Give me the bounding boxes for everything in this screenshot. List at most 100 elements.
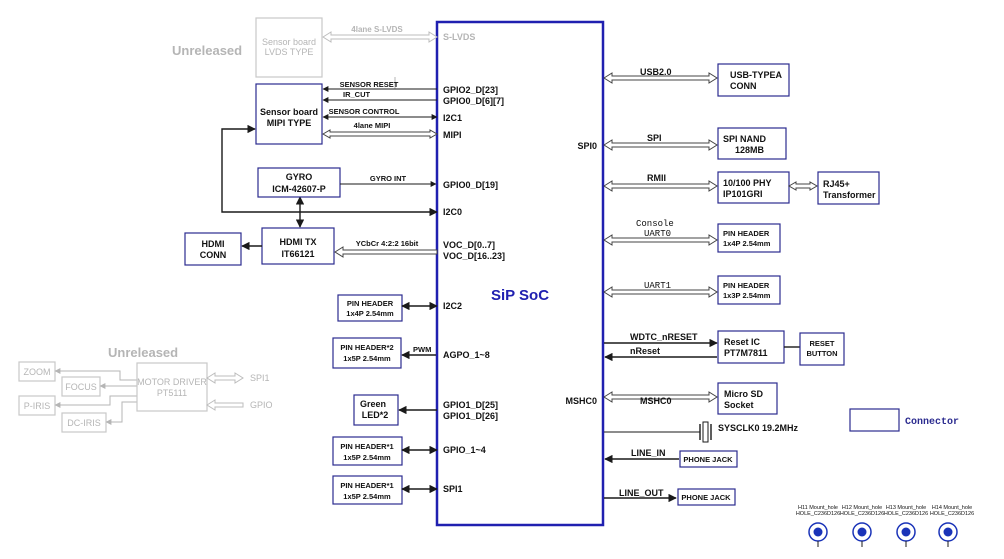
pwm-label: PWM bbox=[413, 345, 431, 354]
pin-i2c2: I2C2 bbox=[443, 301, 462, 311]
i2c0-bus bbox=[221, 124, 438, 217]
motor-zoom-line bbox=[54, 368, 137, 381]
legend-connector-swatch bbox=[849, 408, 900, 432]
pin-header-uart1 bbox=[717, 275, 781, 305]
gyro-line2: ICM-42607-P bbox=[272, 184, 326, 194]
pin-spi1: SPI1 bbox=[443, 484, 463, 494]
mount-hole-h14: H14 Mount_hole HOLE_C236D126 bbox=[930, 505, 974, 547]
usb-conn-line1: USB-TYPEA bbox=[730, 70, 783, 80]
phy-block bbox=[717, 171, 790, 204]
soc-block bbox=[435, 20, 605, 527]
soc-title: SiP SoC bbox=[491, 287, 549, 304]
motor-driver-line1: MOTOR DRIVER bbox=[137, 377, 207, 387]
piris-label: P-IRIS bbox=[24, 401, 51, 411]
mount-hole-h11: H11 Mount_hole HOLE_C236D126 bbox=[796, 505, 840, 547]
mount-hole-h13-label: H13 Mount_hole bbox=[886, 505, 926, 511]
phone-jack-in-block bbox=[679, 450, 738, 468]
pin-header-uart1-line1: PIN HEADER bbox=[723, 281, 770, 290]
line-out-label: LINE_OUT bbox=[619, 488, 664, 498]
reset-button-line2: BUTTON bbox=[806, 349, 837, 358]
pin-gpio1-d26: GPIO1_D[26] bbox=[443, 411, 498, 421]
pin-i2c0: I2C0 bbox=[443, 207, 462, 217]
pin-header-pwm bbox=[332, 337, 402, 369]
gyro-line1: GYRO bbox=[286, 172, 313, 182]
pin-i2c1: I2C1 bbox=[443, 113, 462, 123]
green-led-line2: LED*2 bbox=[362, 410, 389, 420]
mount-hole-h12: H12 Mount_hole HOLE_C236D126 bbox=[840, 505, 884, 547]
motor-spi1-arrow bbox=[206, 372, 244, 384]
uart1-link-arrow bbox=[603, 286, 718, 298]
usb-link-arrow bbox=[603, 72, 718, 84]
phy-line2: IP101GRI bbox=[723, 189, 763, 199]
rmii-link-arrow bbox=[603, 180, 718, 192]
hdmi-tx-block bbox=[261, 227, 335, 265]
gyro-block bbox=[257, 167, 341, 198]
ir-cut-label: IR_CUT bbox=[343, 90, 371, 99]
uart0-label: UART0 bbox=[644, 229, 671, 239]
crystal-body bbox=[702, 421, 709, 443]
reset-ic-line2: PT7M7811 bbox=[724, 348, 768, 358]
mipi-board-line2: MIPI TYPE bbox=[267, 118, 312, 128]
motor-driver-block bbox=[136, 362, 208, 412]
phy-line1: 10/100 PHY bbox=[723, 178, 772, 188]
uart0-link-arrow bbox=[603, 234, 718, 246]
pin-spi0: SPI0 bbox=[577, 141, 597, 151]
sensor-reset-label: SENSOR RESET bbox=[340, 80, 399, 89]
pin-voc-d16-23: VOC_D[16..23] bbox=[443, 251, 505, 261]
reset-button-line1: RESET bbox=[809, 339, 834, 348]
sensor-reset-line bbox=[394, 77, 437, 90]
phone-jack-out-label: PHONE JACK bbox=[681, 493, 731, 502]
mshc0-link-arrow bbox=[603, 391, 718, 403]
mount-hole-h12-core bbox=[857, 527, 867, 537]
hdmi-tx-line2: IT66121 bbox=[281, 249, 314, 259]
pin-s-lvds: S-LVDS bbox=[443, 32, 475, 42]
pin-mipi: MIPI bbox=[443, 130, 462, 140]
pin-agpo: AGPO_1~8 bbox=[443, 350, 490, 360]
hdmi-conn-line2: CONN bbox=[200, 250, 227, 260]
pin-gpio2-d23: GPIO2_D[23] bbox=[443, 85, 498, 95]
mount-hole-h14-label: H14 Mount_hole bbox=[932, 505, 972, 511]
motor-spi1-label: SPI1 bbox=[250, 373, 270, 383]
reset-ic-block bbox=[717, 330, 785, 364]
pin-header-uart0 bbox=[717, 223, 781, 253]
phone-jack-in-label: PHONE JACK bbox=[683, 455, 733, 464]
motor-piris-line bbox=[54, 395, 137, 408]
usb-link-label: USB2.0 bbox=[640, 67, 672, 77]
pin-header-uart0-line2: 1x4P 2.54mm bbox=[723, 239, 771, 248]
dciris-label: DC-IRIS bbox=[67, 418, 101, 428]
focus-label: FOCUS bbox=[65, 382, 97, 392]
pin-header-pwm-line1: PIN HEADER*2 bbox=[340, 343, 393, 352]
pin-header-uart1-line2: 1x3P 2.54mm bbox=[723, 291, 771, 300]
micro-sd-block bbox=[717, 382, 778, 415]
pin-gpio-1-4: GPIO_1~4 bbox=[443, 445, 486, 455]
pin-voc-d0-7: VOC_D[0..7] bbox=[443, 240, 495, 250]
pin-header-gpio-line2: 1x5P 2.54mm bbox=[343, 453, 391, 462]
usb-conn-line2: CONN bbox=[730, 81, 757, 91]
lvds-link-arrow bbox=[322, 31, 438, 43]
mount-hole-h11-part: HOLE_C236D126 bbox=[796, 511, 840, 517]
reset-button-block bbox=[799, 332, 845, 366]
pin-header-spi-line1: PIN HEADER*1 bbox=[340, 481, 393, 490]
motor-gpio-label: GPIO bbox=[250, 400, 273, 410]
micro-sd-line2: Socket bbox=[724, 400, 754, 410]
console-label: Console bbox=[636, 219, 674, 229]
unreleased-bottom-label: Unreleased bbox=[108, 345, 178, 360]
mipi-link-arrow bbox=[321, 129, 439, 139]
spi-nand-line1: SPI NAND bbox=[723, 134, 767, 144]
motor-dciris-line bbox=[105, 401, 137, 425]
phone-jack-out-block bbox=[677, 488, 736, 506]
mount-hole-h13: H13 Mount_hole HOLE_C236D126 bbox=[884, 505, 928, 547]
line-in-label: LINE_IN bbox=[631, 448, 666, 458]
usb-conn-block bbox=[717, 63, 790, 97]
uart1-label: UART1 bbox=[644, 281, 671, 291]
lvds-link-label: 4lane S-LVDS bbox=[351, 25, 403, 34]
sensor-control-label: SENSOR CONTROL bbox=[329, 107, 400, 116]
pin-header-spi-line2: 1x5P 2.54mm bbox=[343, 492, 391, 501]
hdmi-conn-block bbox=[184, 232, 242, 266]
pin-header-pwm-line2: 1x5P 2.54mm bbox=[343, 354, 391, 363]
mount-hole-h14-core bbox=[943, 527, 953, 537]
sysclk-label: SYSCLK0 19.2MHz bbox=[718, 423, 799, 433]
spi-nand-link-arrow bbox=[603, 139, 718, 151]
pin-header-i2c2-line1: PIN HEADER bbox=[347, 299, 394, 308]
hdmi-tx-line1: HDMI TX bbox=[280, 237, 317, 247]
